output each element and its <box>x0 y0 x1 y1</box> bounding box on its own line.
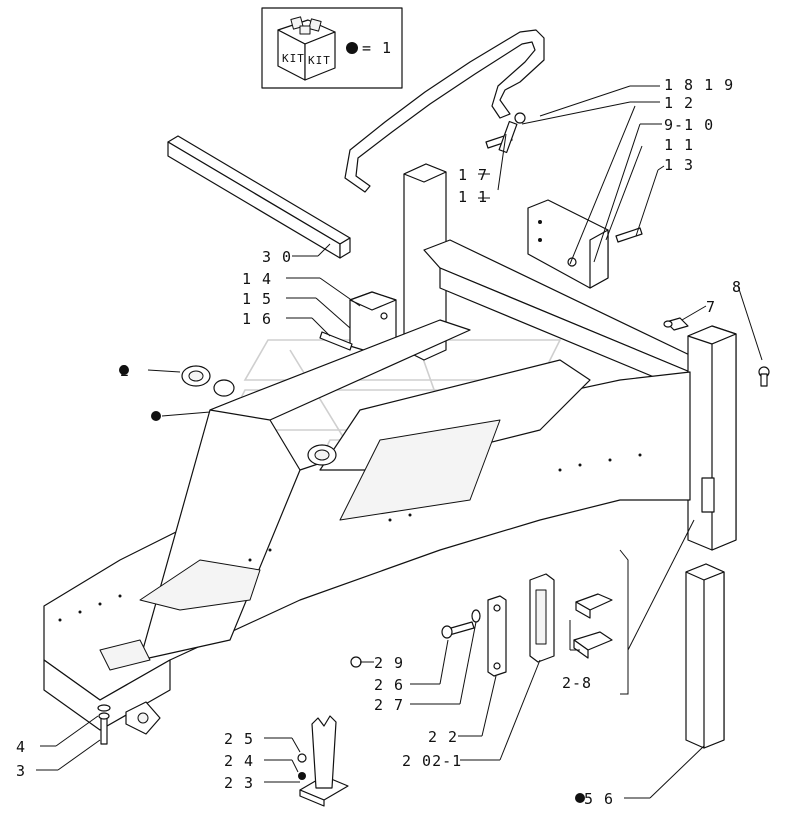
bolt-8 <box>758 366 770 387</box>
leader-lines <box>36 85 763 799</box>
label-7: 7 <box>706 298 716 316</box>
label-24: 2 4 <box>224 752 254 770</box>
square-bar-30 <box>167 135 351 259</box>
bolt-29 <box>350 656 362 668</box>
label-4: 4 <box>16 738 26 756</box>
kit-bullet-icon <box>346 42 358 54</box>
label-22: 2 2 <box>428 728 458 746</box>
label-18-19: 1 8 1 9 <box>664 76 734 94</box>
label-5-6: 5 6 <box>584 790 614 808</box>
kit-legend: KIT KIT = 1 <box>261 7 403 89</box>
kit-bullet-icon <box>119 365 129 375</box>
stand-23 <box>297 715 349 807</box>
label-3: 3 <box>16 762 26 780</box>
label-16: 1 6 <box>242 310 272 328</box>
callout-labels: 1 8 1 9 1 2 9-1 0 1 1 1 3 1 7 1 1 3 0 1 … <box>16 76 742 808</box>
main-chassis-frame <box>43 163 737 735</box>
label-8: 8 <box>732 278 742 296</box>
kit-bullet-icon <box>575 793 585 803</box>
plate-20-21 <box>529 573 555 663</box>
label-20-21: 2 02-1 <box>402 752 462 770</box>
label-17: 1 7 <box>458 166 488 184</box>
plate-22 <box>487 595 507 677</box>
guard-plate <box>319 291 397 353</box>
kit-bullet-icon <box>151 411 161 421</box>
label-15: 1 5 <box>242 290 272 308</box>
label-30: 3 0 <box>262 248 292 266</box>
label-9-10: 9-1 0 <box>664 116 714 134</box>
label-14: 1 4 <box>242 270 272 288</box>
kit-box-icon: KIT KIT <box>277 16 336 81</box>
label-11-upper: 1 1 <box>664 136 694 154</box>
label-11-lower: 1 1 <box>458 188 488 206</box>
bolt-17 <box>485 112 526 154</box>
roller-2 <box>181 365 211 387</box>
label-2: 2 <box>120 362 130 380</box>
label-25: 2 5 <box>224 730 254 748</box>
pin-7 <box>663 317 689 331</box>
label-27: 2 7 <box>374 696 404 714</box>
bolt-3-4 <box>97 704 111 745</box>
kit-legend-text: = 1 <box>362 39 392 57</box>
kit-box-text-left: KIT <box>282 52 305 65</box>
label-29: 2 9 <box>374 654 404 672</box>
guide-blocks-28 <box>573 593 613 659</box>
bracket-plate <box>527 199 643 289</box>
label-12: 1 2 <box>664 94 694 112</box>
label-28: 2-8 <box>562 674 592 692</box>
post-5-6 <box>685 563 725 749</box>
handrail-tube <box>344 29 545 193</box>
kit-box-text-right: KIT <box>308 54 331 67</box>
label-26: 2 6 <box>374 676 404 694</box>
label-13: 1 3 <box>664 156 694 174</box>
bolt-26-27 <box>441 609 481 639</box>
label-23: 2 3 <box>224 774 254 792</box>
